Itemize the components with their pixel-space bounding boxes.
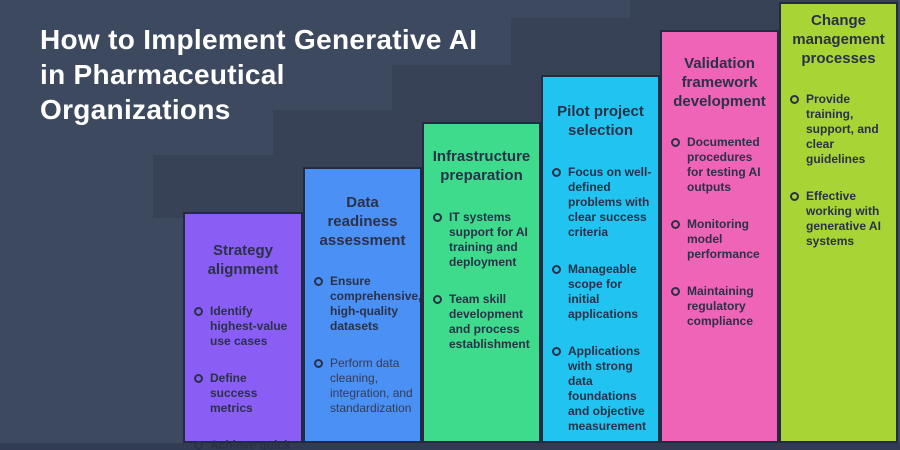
bullet-circle-icon [552, 167, 561, 177]
bullet-circle-icon [671, 220, 680, 230]
step-infrastructure-preparation: Infrastructure preparation IT systems su… [422, 122, 541, 443]
bullet-item: IT systems support for AI training and d… [433, 210, 533, 270]
step-bullet-list: Focus on well-defined problems with clea… [543, 165, 658, 434]
bullet-text: Applications with strong data foundation… [568, 343, 647, 433]
bullet-text: Effective working with generative AI sys… [806, 189, 881, 249]
bullet-circle-icon [314, 359, 323, 369]
bullet-text: IT systems support for AI training and d… [449, 209, 528, 269]
bullet-circle-icon [790, 95, 799, 105]
bullet-text: Documented procedures for testing AI out… [687, 135, 761, 195]
step-change-management-processes: Change management processes Provide trai… [779, 2, 898, 443]
bullet-text: Maintaining regulatory compliance [687, 284, 754, 329]
step-title: Infrastructure preparation [432, 148, 531, 184]
bullet-circle-icon [552, 346, 561, 356]
page-title-line-2: in Pharmaceutical [40, 59, 285, 90]
page-title-line-3: Organizations [40, 94, 231, 125]
page-title-line-1: How to Implement Generative AI [40, 24, 478, 55]
step-bullet-list: Provide training, support, and clear gui… [781, 92, 896, 249]
bullet-circle-icon [194, 306, 203, 316]
bullet-text: Identify highest-value use cases [210, 303, 288, 348]
bullet-item: Provide training, support, and clear gui… [790, 92, 890, 167]
step-strategy-alignment: Strategy alignment Identify highest-valu… [183, 212, 303, 450]
bullet-circle-icon [671, 138, 680, 148]
bullet-item: Maintaining regulatory compliance [671, 284, 771, 329]
step-title: Strategy alignment [207, 242, 279, 278]
step-bullet-list: Identify highest-value use cases Define … [185, 304, 301, 450]
step-validation-framework-development: Validation framework development Documen… [660, 30, 779, 443]
step-bullet-list: Documented procedures for testing AI out… [662, 135, 777, 329]
bullet-item: Ensure comprehensive, high-quality datas… [314, 274, 421, 334]
bullet-text: Perform data cleaning, integration, and … [330, 356, 413, 416]
bullet-circle-icon [314, 277, 323, 287]
bullet-text: Ensure comprehensive, high-quality datas… [330, 274, 422, 334]
step-pilot-project-selection: Pilot project selection Focus on well-de… [541, 75, 660, 443]
bullet-item: Applications with strong data foundation… [552, 344, 652, 434]
stair-base-strip [0, 443, 900, 450]
page-title: How to Implement Generative AI in Pharma… [40, 22, 640, 127]
bullet-item: Identify highest-value use cases [194, 304, 295, 349]
step-title: Data readiness assessment [319, 194, 406, 249]
step-bullet-list: IT systems support for AI training and d… [424, 210, 539, 352]
bullet-text: Provide training, support, and clear gui… [806, 92, 879, 167]
bullet-circle-icon [194, 440, 203, 450]
bullet-circle-icon [433, 294, 442, 304]
bullet-text: Focus on well-defined problems with clea… [568, 164, 652, 239]
bullet-circle-icon [790, 192, 799, 202]
bullet-item: Team skill development and process estab… [433, 292, 533, 352]
bullet-circle-icon [433, 212, 442, 222]
bullet-item: Focus on well-defined problems with clea… [552, 165, 652, 240]
bullet-item: Documented procedures for testing AI out… [671, 135, 771, 195]
bullet-text: Monitoring model performance [687, 217, 760, 262]
bullet-item: Define success metrics [194, 371, 295, 416]
bullet-circle-icon [194, 373, 203, 383]
bullet-item: Manageable scope for initial application… [552, 262, 652, 322]
bullet-text: Manageable scope for initial application… [568, 261, 639, 321]
bullet-item: Achieve quick wins [194, 438, 295, 450]
bullet-text: Achieve quick wins [210, 437, 291, 450]
step-bullet-list: Ensure comprehensive, high-quality datas… [305, 274, 421, 416]
step-title: Validation framework development [673, 55, 766, 110]
bullet-item: Monitoring model performance [671, 217, 771, 262]
bullet-item: Perform data cleaning, integration, and … [314, 356, 414, 416]
bullet-circle-icon [552, 264, 561, 274]
step-title: Change management processes [792, 12, 885, 67]
bullet-circle-icon [671, 287, 680, 297]
bullet-item: Effective working with generative AI sys… [790, 189, 890, 249]
step-title: Pilot project selection [557, 103, 644, 139]
bullet-text: Define success metrics [210, 370, 258, 415]
step-data-readiness-assessment: Data readiness assessment Ensure compreh… [303, 167, 422, 443]
bullet-text: Team skill development and process estab… [449, 291, 530, 351]
